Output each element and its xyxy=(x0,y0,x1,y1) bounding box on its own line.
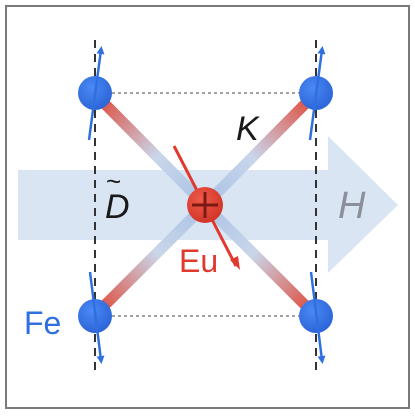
fe-atom-bottom-left xyxy=(78,271,112,364)
spin-arrow-icon xyxy=(88,271,105,364)
label-fe: Fe xyxy=(24,305,61,341)
bond-bottom-left xyxy=(94,201,209,316)
bond-top-right xyxy=(201,93,316,209)
bonds xyxy=(94,93,316,316)
fe-atom-top-left xyxy=(78,46,112,141)
bond-bottom-right xyxy=(201,201,316,316)
fe-atom-top-right xyxy=(299,46,333,141)
tilde-mark-icon: ~ xyxy=(106,166,121,196)
label-coupling-k: K xyxy=(236,110,260,148)
label-eu: Eu xyxy=(179,243,218,279)
bond-top-left xyxy=(94,93,209,209)
label-dm-interaction: D xyxy=(105,188,130,226)
fe-atom-bottom-right xyxy=(299,271,333,364)
spin-arrow-icon xyxy=(308,46,326,141)
eu-atom xyxy=(172,145,240,270)
spin-arrow-icon xyxy=(309,271,326,364)
label-field-h: H xyxy=(338,185,366,227)
spin-arrow-icon xyxy=(87,46,105,141)
